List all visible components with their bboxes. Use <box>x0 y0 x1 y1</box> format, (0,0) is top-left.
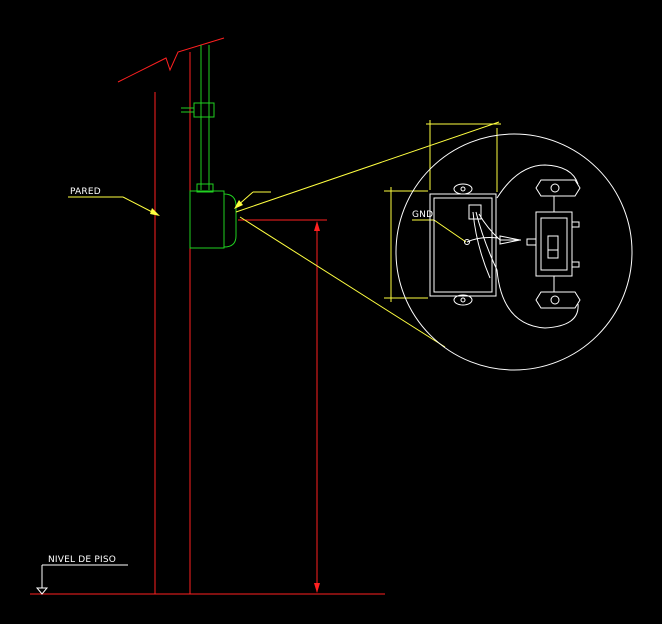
projection-line-top <box>235 121 500 213</box>
box-knockout <box>468 204 482 220</box>
switch-mounting-strap-bottom <box>535 291 581 309</box>
toggle-lever <box>547 235 559 259</box>
cable-loop-top <box>496 164 579 199</box>
switch-mounting-strap-top <box>535 179 581 197</box>
switch-plate <box>540 217 568 271</box>
wall-label: PARED <box>70 187 101 197</box>
terminal-screw-left <box>526 238 537 246</box>
ground-wire <box>466 237 499 243</box>
dimension-arrow-top <box>314 221 320 231</box>
terminal-screw-right-bottom <box>571 261 580 268</box>
box-leader-arrow <box>234 200 243 209</box>
dimension-arrow-bottom <box>314 583 320 593</box>
ground-label: GND <box>412 210 433 220</box>
pared-leader-arrow <box>150 208 160 216</box>
conduit-strap <box>193 102 215 118</box>
conduit-and-box <box>181 45 237 249</box>
box-cover-plate <box>223 193 237 248</box>
cable-loop-bottom <box>496 269 579 329</box>
box-connector <box>196 183 214 193</box>
gnd-leader <box>433 219 467 243</box>
ground-screw <box>464 239 470 245</box>
wall-break-line <box>117 37 225 83</box>
electrical-box <box>189 190 225 249</box>
wire-2 <box>475 211 498 271</box>
box-top-ear <box>453 183 473 195</box>
switch-bottom-screw <box>550 295 560 305</box>
box-front-inner <box>433 197 493 293</box>
floor-level-marker <box>35 564 128 595</box>
floor-level-triangle-icon <box>35 587 49 595</box>
switch-detail <box>395 133 633 371</box>
projection-line-bottom <box>239 216 446 348</box>
floor-level-label: NIVEL DE PISO <box>48 555 116 565</box>
wire-connector <box>499 235 521 245</box>
box-top-screw <box>460 186 466 192</box>
annotations <box>68 120 501 348</box>
switch-top-screw <box>550 183 560 193</box>
box-bottom-ear <box>453 294 473 306</box>
terminal-screw-right-top <box>571 221 580 228</box>
wire-1 <box>472 211 491 279</box>
box-bottom-screw <box>460 297 466 303</box>
detail-circle <box>395 133 633 371</box>
wall-section <box>30 37 385 595</box>
